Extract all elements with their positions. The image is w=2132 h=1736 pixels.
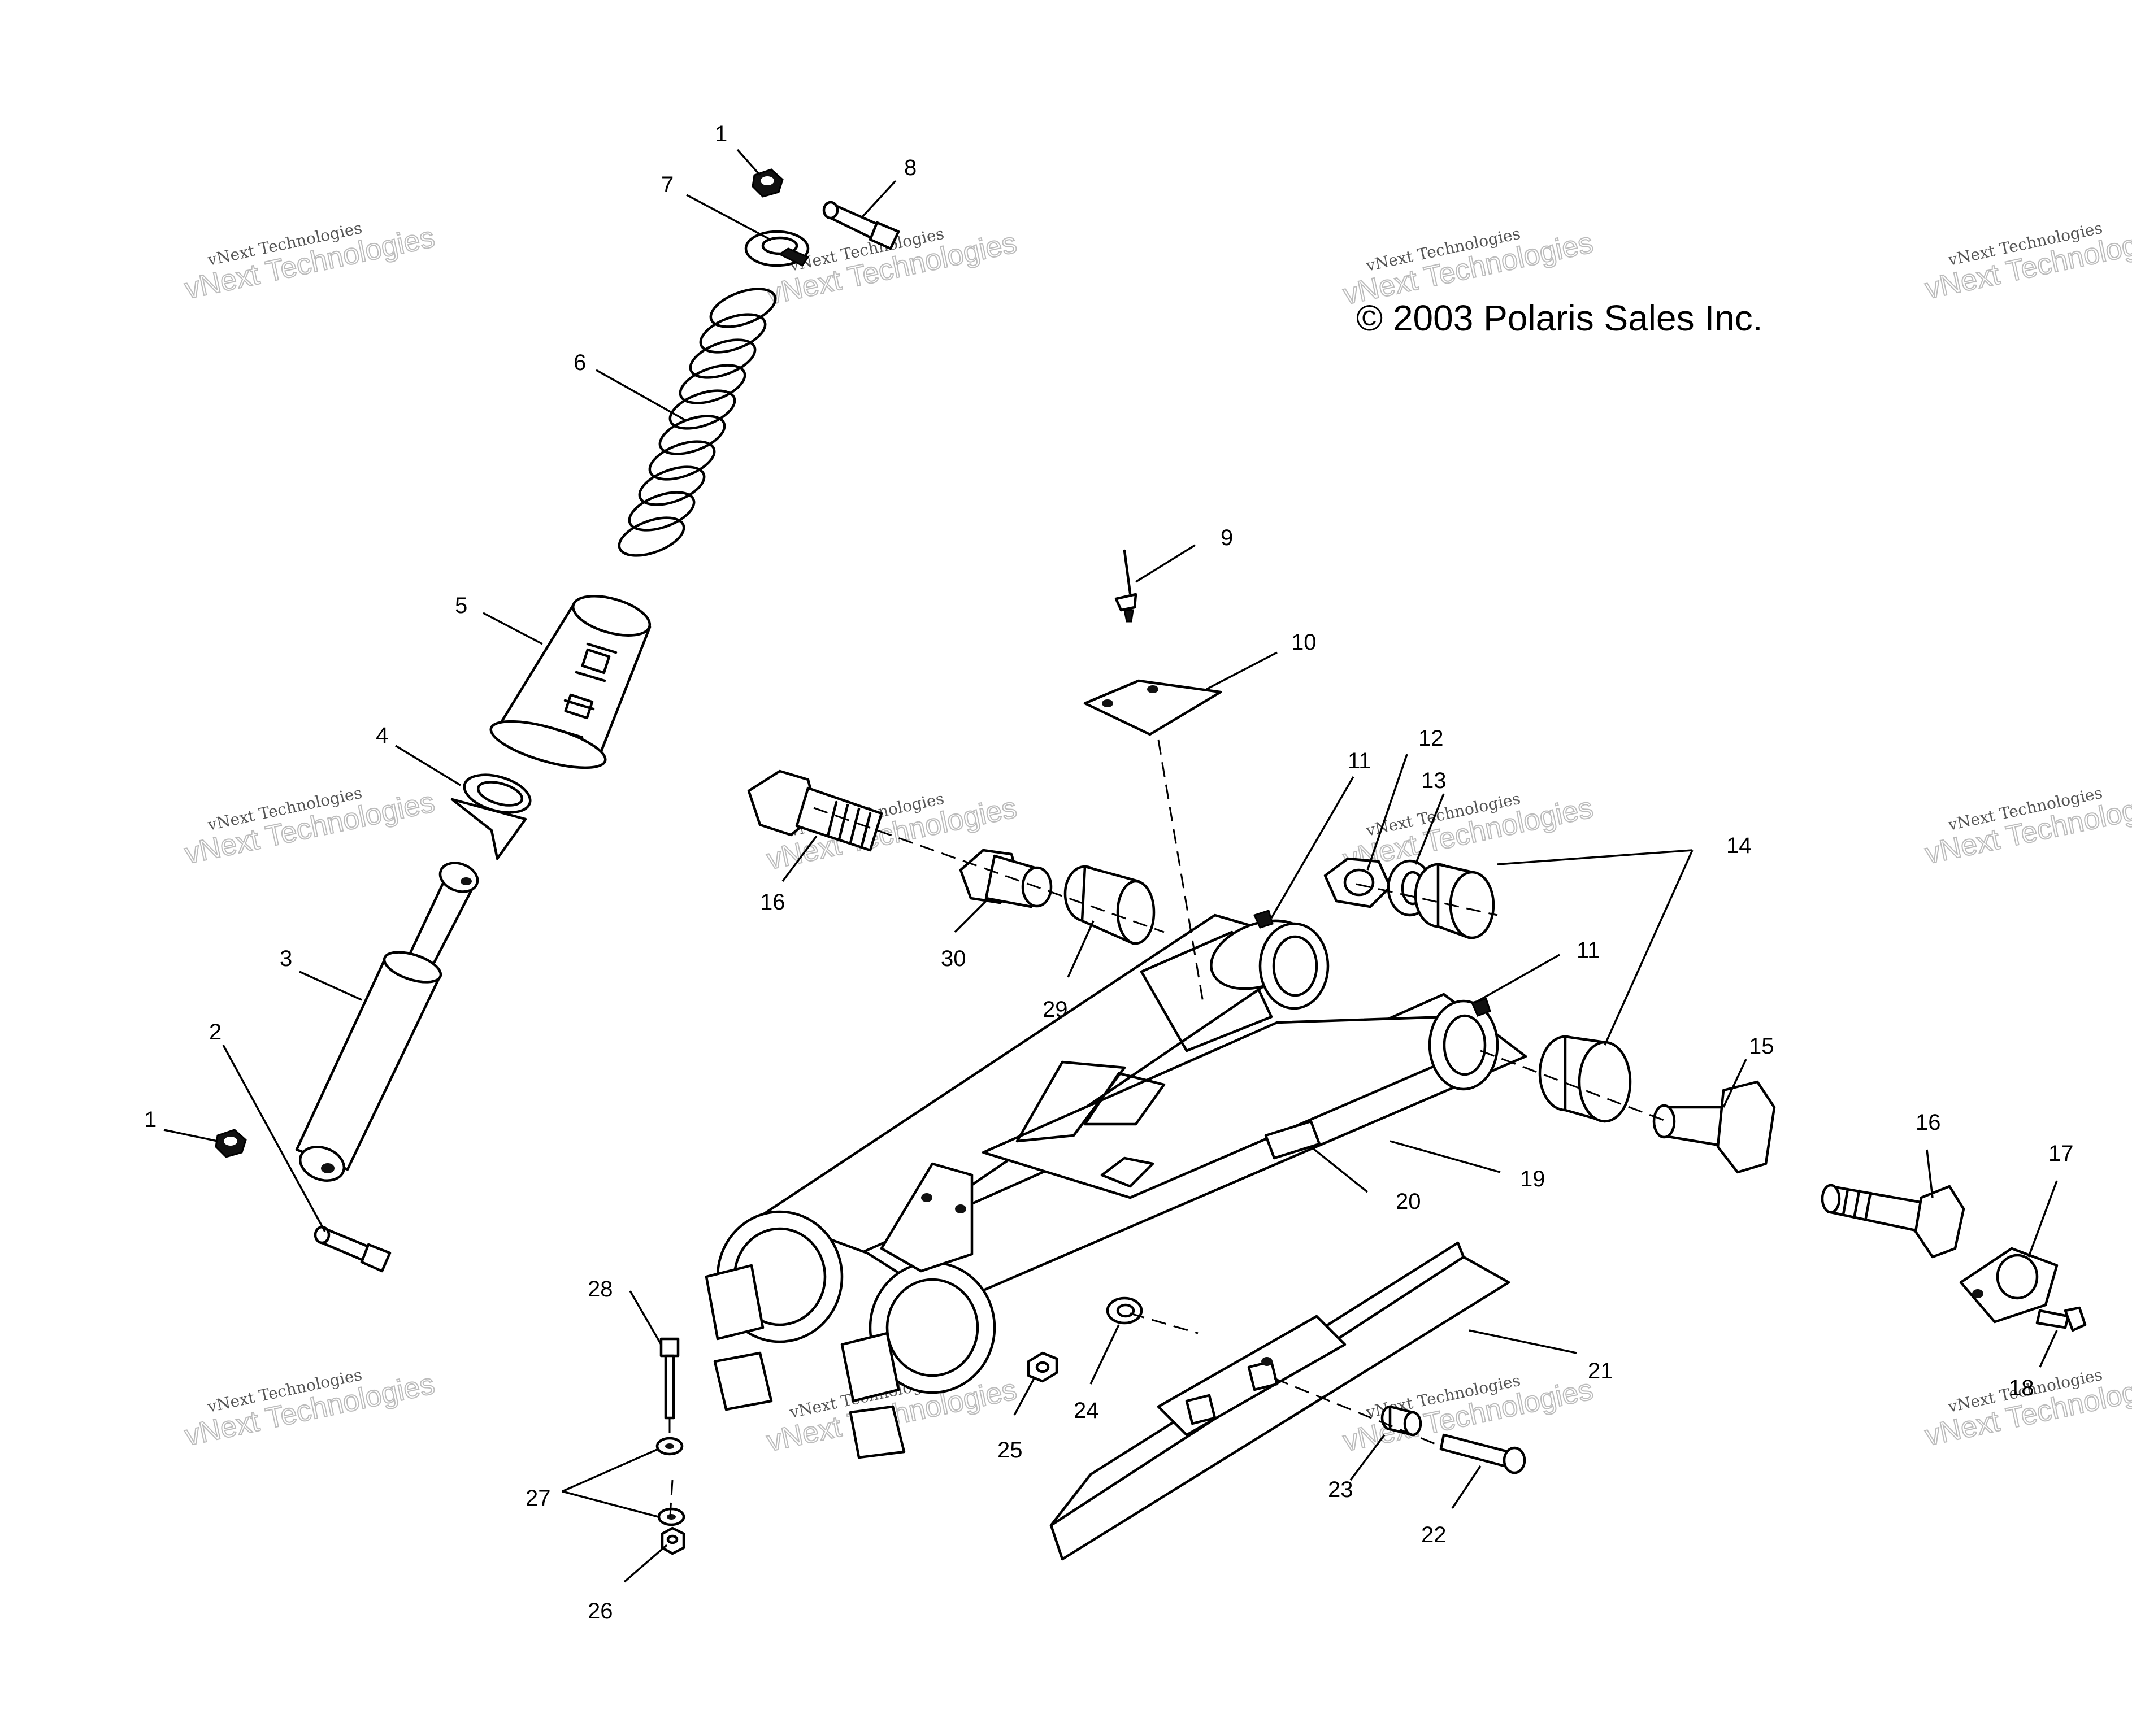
part-nut-26 xyxy=(661,1526,685,1555)
watermarks: vNext Technologies vNext Technologies vN… xyxy=(181,219,2132,1459)
callout-2: 2 xyxy=(209,1020,222,1045)
callout-4: 4 xyxy=(376,723,388,748)
callout-5: 5 xyxy=(455,593,467,618)
part-pin-upper xyxy=(822,201,900,250)
part-shock-absorber xyxy=(295,862,479,1182)
copyright-text: © 2003 Polaris Sales Inc. xyxy=(1356,298,1763,338)
callout-3: 3 xyxy=(280,946,292,971)
part-spring-retainer xyxy=(744,230,810,267)
part-bushing-hex xyxy=(959,849,1053,908)
callout-30: 30 xyxy=(941,946,966,971)
part-pivot-bolt-right xyxy=(1821,1184,1965,1259)
callout-29: 29 xyxy=(1043,997,1068,1022)
leader-lines xyxy=(163,149,2058,1583)
part-bushing-24 xyxy=(1106,1296,1143,1325)
callout-25: 25 xyxy=(997,1438,1023,1463)
part-bushing-sleeve xyxy=(1063,865,1156,945)
callout-19: 19 xyxy=(1520,1167,1545,1191)
callout-18: 18 xyxy=(2009,1376,2034,1400)
watermark: vNext Technologies vNext Technologies xyxy=(1922,1365,2132,1453)
part-rail xyxy=(1049,1241,1510,1561)
callout-8: 8 xyxy=(904,155,917,180)
watermark: vNext Technologies vNext Technologies xyxy=(1340,224,1596,312)
part-lock-plate xyxy=(1959,1247,2059,1324)
callout-23: 23 xyxy=(1328,1477,1353,1502)
callout-14: 14 xyxy=(1726,833,1752,858)
part-nut-top xyxy=(752,168,784,198)
part-pivot-bolt-left xyxy=(747,769,883,852)
part-bushing-upper xyxy=(1414,863,1495,939)
callout-7: 7 xyxy=(661,172,674,197)
callout-26: 26 xyxy=(588,1599,613,1624)
callout-16: 16 xyxy=(760,890,785,915)
watermark: vNext Technologies vNext Technologies xyxy=(1922,784,2132,871)
callout-11: 11 xyxy=(1348,749,1371,773)
part-cap-screw xyxy=(2035,1306,2087,1332)
callout-1: 1 xyxy=(715,121,727,146)
part-skid-plate xyxy=(1083,679,1222,736)
callout-17: 17 xyxy=(2048,1141,2074,1166)
callouts: 1 8 7 6 5 4 3 2 1 9 10 11 12 13 14 16 30… xyxy=(144,121,2074,1624)
watermark: vNext Technologies vNext Technologies xyxy=(181,784,438,871)
part-washer-27a xyxy=(655,1437,684,1456)
callout-11: 11 xyxy=(1577,938,1600,963)
assembly-lines xyxy=(668,739,1668,1526)
callout-16: 16 xyxy=(1916,1110,1941,1135)
callout-10: 10 xyxy=(1291,630,1317,655)
callout-9: 9 xyxy=(1221,525,1233,550)
part-rivet xyxy=(1114,549,1137,623)
part-decal xyxy=(1264,1120,1321,1160)
part-shoulder-bolt xyxy=(1652,1080,1776,1174)
part-bolt-22 xyxy=(1439,1433,1526,1474)
part-bolt-28 xyxy=(659,1337,680,1420)
callout-6: 6 xyxy=(574,350,586,375)
part-bump-stop xyxy=(450,773,532,860)
part-spring-guide xyxy=(489,595,652,769)
callout-21: 21 xyxy=(1588,1359,1613,1383)
callout-24: 24 xyxy=(1074,1398,1099,1423)
part-jam-nut xyxy=(1323,857,1392,908)
part-pin-lower xyxy=(314,1225,392,1273)
watermark: vNext Technologies vNext Technologies xyxy=(181,1365,438,1453)
watermark: vNext Technologies vNext Technologies xyxy=(1922,219,2132,306)
part-coil-spring xyxy=(618,288,777,557)
part-nut-25 xyxy=(1027,1351,1058,1383)
callout-12: 12 xyxy=(1418,726,1444,751)
part-bushing-lower xyxy=(1538,1035,1632,1123)
callout-1: 1 xyxy=(144,1107,157,1132)
callout-28: 28 xyxy=(588,1277,613,1302)
watermark: vNext Technologies vNext Technologies xyxy=(181,219,438,306)
callout-13: 13 xyxy=(1421,768,1447,793)
callout-15: 15 xyxy=(1749,1034,1774,1059)
callout-27: 27 xyxy=(526,1486,551,1511)
part-swingarm xyxy=(705,910,1527,1459)
callout-20: 20 xyxy=(1396,1189,1421,1214)
callout-22: 22 xyxy=(1421,1522,1447,1547)
part-nut-bottom xyxy=(215,1129,247,1158)
